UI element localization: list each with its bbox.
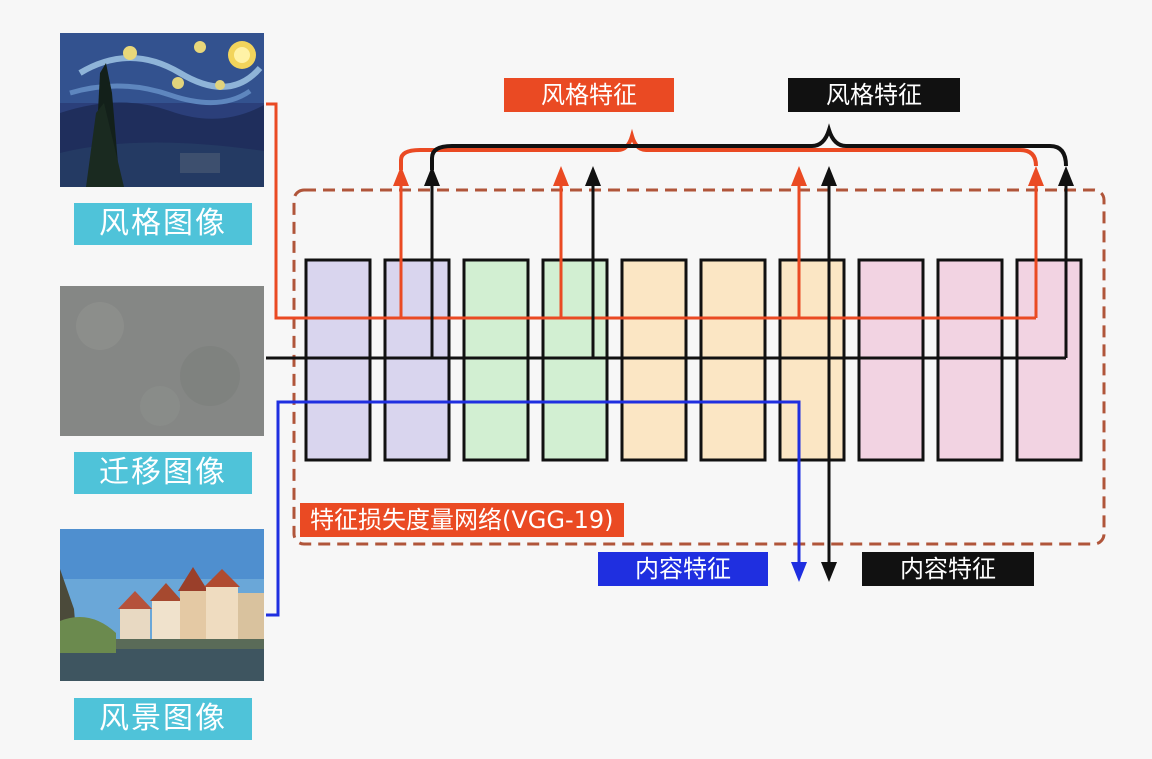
style-feature-path [266,102,1038,320]
layer-block [857,258,925,462]
layer-block [699,258,767,462]
layer-block [1015,258,1083,462]
transfer-image [60,286,264,436]
content-feature-tag-blue: 内容特征 [598,552,768,586]
style-feature-brace-black [430,123,1068,170]
content-feature-path [266,400,801,617]
layer-block [936,258,1004,462]
layer-block [462,258,530,462]
style-feature-brace-red [399,128,1038,170]
layer-block [383,258,451,462]
layer-block [620,258,688,462]
style-feature-arrowheads [393,166,1044,186]
style-feature-tag-red: 风格特征 [504,78,674,112]
style-feature-tag-black: 风格特征 [788,78,960,112]
transfer-feature-arrowheads [424,166,1074,582]
content-feature-arrowhead [791,562,807,582]
network-boundary [292,188,1106,546]
layer-block [541,258,609,462]
layer-block [304,258,372,462]
network-layers [304,258,1083,462]
network-label: 特征损失度量网络(VGG-19) [300,503,624,537]
style-image [60,33,264,187]
transfer-feature-path [266,178,1068,570]
scene-image [60,529,264,681]
layer-block [778,258,846,462]
transfer-image-caption: 迁移图像 [74,452,252,494]
content-feature-tag-black: 内容特征 [862,552,1034,586]
style-image-caption: 风格图像 [74,203,252,245]
scene-image-caption: 风景图像 [74,698,252,740]
